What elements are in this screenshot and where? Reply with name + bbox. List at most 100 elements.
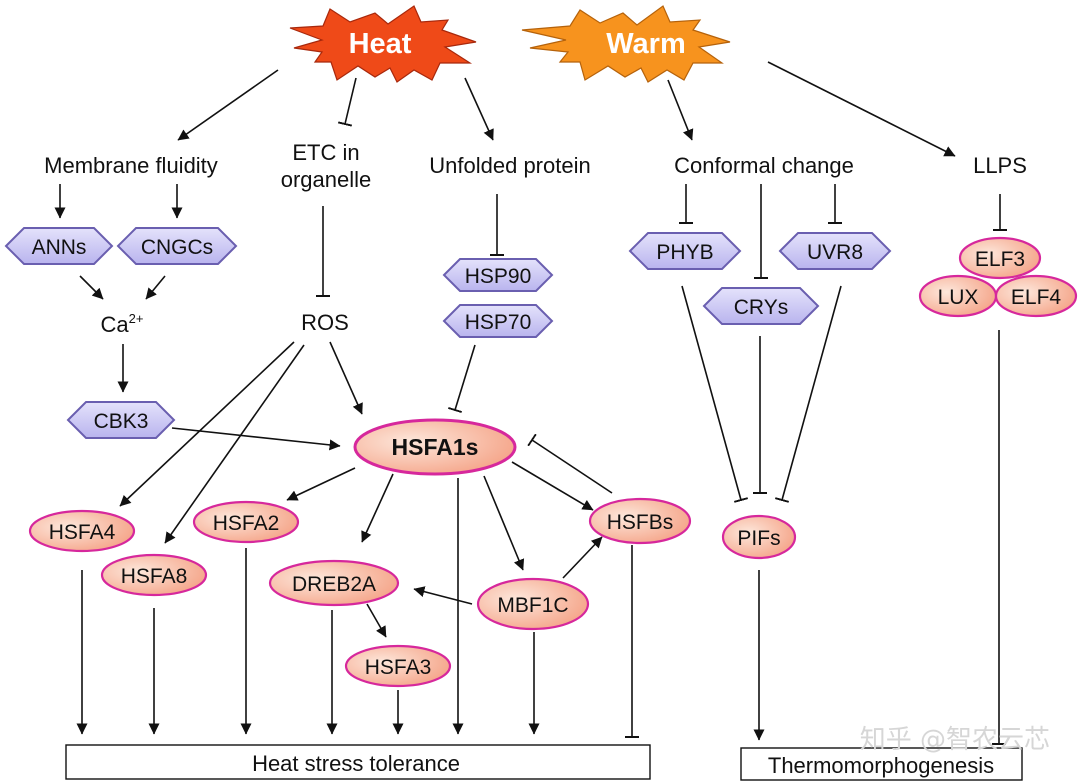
elf3-label: ELF3 — [975, 248, 1025, 271]
hsp70-hexagon — [442, 304, 554, 338]
hsfa2-oval — [192, 500, 300, 544]
hsfa3-oval — [344, 644, 452, 688]
uvr8-node: UVR8 — [778, 232, 892, 270]
etc-label-line2: organelle — [281, 167, 372, 192]
hsfa4-oval — [28, 509, 136, 553]
crys-node: CRYs — [702, 287, 820, 325]
phyb-hexagon — [628, 232, 742, 270]
hsfbs-node: HSFBs — [588, 497, 692, 545]
heat-burst — [289, 5, 477, 83]
elf4-label: ELF4 — [1011, 286, 1062, 309]
dreb2a-label: DREB2A — [292, 573, 376, 596]
hsfa1s-label: HSFA1s — [392, 434, 479, 460]
edge-anns-ca — [79, 275, 104, 300]
anns-hexagon — [4, 227, 114, 265]
edge-hsfa1s-dreb2a — [361, 473, 394, 543]
thermomorphogenesis-box: Thermomorphogenesis — [740, 747, 1023, 781]
hsfa2-label: HSFA2 — [213, 512, 280, 535]
heat-stress-tolerance-label: Heat stress tolerance — [252, 751, 460, 776]
edges — [54, 61, 1007, 745]
edge-hsfa1s-hsfa2 — [286, 467, 356, 501]
warm-burst — [521, 5, 731, 83]
dreb2a-node: DREB2A — [268, 559, 400, 607]
hsfa4-node: HSFA4 — [28, 509, 136, 553]
cbk3-label: CBK3 — [94, 410, 149, 433]
hsfa8-label: HSFA8 — [121, 565, 188, 588]
edge-ros-hsfa4 — [119, 341, 295, 507]
edge-heat-unfolded — [464, 77, 494, 141]
mbf1c-oval — [476, 577, 590, 631]
heat-stress-tolerance-frame — [65, 744, 651, 780]
edge-heat-membrane — [177, 69, 279, 141]
hsp70-label: HSP70 — [465, 311, 532, 334]
edge-hsfa1s-mbf1c — [483, 475, 525, 571]
lux-node: LUX — [918, 274, 998, 318]
phyb-label: PHYB — [656, 241, 713, 264]
mbf1c-label: MBF1C — [497, 594, 568, 617]
elf4-node: ELF4 — [994, 274, 1078, 318]
thermomorphogenesis-label: Thermomorphogenesis — [768, 753, 994, 778]
thermomorphogenesis-frame — [740, 747, 1023, 781]
edge-ros-hsfa1s — [329, 341, 363, 415]
hsfbs-label: HSFBs — [607, 511, 674, 534]
hsp90-hexagon — [442, 258, 554, 292]
edge-uvr8-pifs — [774, 285, 842, 503]
hsfa3-node: HSFA3 — [344, 644, 452, 688]
cbk3-hexagon — [66, 401, 176, 439]
watermark-text: 知乎 @智农云芯 — [860, 725, 1050, 755]
heat-stimulus: Heat — [289, 5, 477, 83]
hsfbs-oval — [588, 497, 692, 545]
heat-label: Heat — [349, 28, 412, 60]
ros-label: ROS — [301, 310, 349, 335]
hsfa4-label: HSFA4 — [49, 521, 116, 544]
hsfa2-node: HSFA2 — [192, 500, 300, 544]
hsp70-node: HSP70 — [442, 304, 554, 338]
cngcs-hexagon — [116, 227, 238, 265]
hsfa8-oval — [100, 553, 208, 597]
elf4-oval — [994, 274, 1078, 318]
edge-phyb-pifs — [681, 285, 749, 503]
hsp90-label: HSP90 — [465, 265, 532, 288]
uvr8-hexagon — [778, 232, 892, 270]
hsp90-node: HSP90 — [442, 258, 554, 292]
crys-hexagon — [702, 287, 820, 325]
cngcs-label: CNGCs — [141, 236, 213, 259]
warm-label: Warm — [606, 28, 686, 60]
elf3-node: ELF3 — [958, 236, 1042, 280]
edge-warm-conformal — [667, 79, 694, 141]
elf3-oval — [958, 236, 1042, 280]
anns-node: ANNs — [4, 227, 114, 265]
etc-label-line1: ETC in — [292, 140, 359, 165]
edge-hsfbs-hsfa1s — [527, 433, 613, 494]
edge-ros-hsfa8 — [164, 344, 305, 544]
unfolded-protein-label: Unfolded protein — [429, 153, 590, 178]
edge-dreb2a-hsfa3 — [366, 603, 387, 638]
hsfa1s-node: HSFA1s — [353, 418, 517, 476]
cbk3-node: CBK3 — [66, 401, 176, 439]
crys-label: CRYs — [734, 296, 788, 319]
hsfa8-node: HSFA8 — [100, 553, 208, 597]
pifs-label: PIFs — [737, 527, 780, 550]
edge-warm-llps — [767, 61, 956, 157]
edge-mbf1c-hsfbs — [562, 536, 603, 579]
membrane-fluidity-label: Membrane fluidity — [44, 153, 218, 178]
edge-mbf1c-dreb2a — [413, 586, 473, 605]
edge-cbk3-hsfa1s — [171, 427, 341, 451]
ca-superscript: 2+ — [129, 311, 144, 326]
pifs-oval — [721, 514, 797, 560]
mbf1c-node: MBF1C — [476, 577, 590, 631]
ca-base: Ca — [101, 312, 130, 337]
edge-cngcs-ca — [145, 275, 166, 300]
dreb2a-oval — [268, 559, 400, 607]
pifs-node: PIFs — [721, 514, 797, 560]
edge-hsfa1s-hsfbs — [511, 461, 594, 511]
edge-hsp70-hsfa1s — [448, 344, 476, 414]
uvr8-label: UVR8 — [807, 241, 863, 264]
warm-stimulus: Warm — [521, 5, 731, 83]
conformal-change-label: Conformal change — [674, 153, 854, 178]
lux-label: LUX — [938, 286, 979, 309]
phyb-node: PHYB — [628, 232, 742, 270]
hsfa3-label: HSFA3 — [365, 656, 432, 679]
llps-label: LLPS — [973, 153, 1027, 178]
